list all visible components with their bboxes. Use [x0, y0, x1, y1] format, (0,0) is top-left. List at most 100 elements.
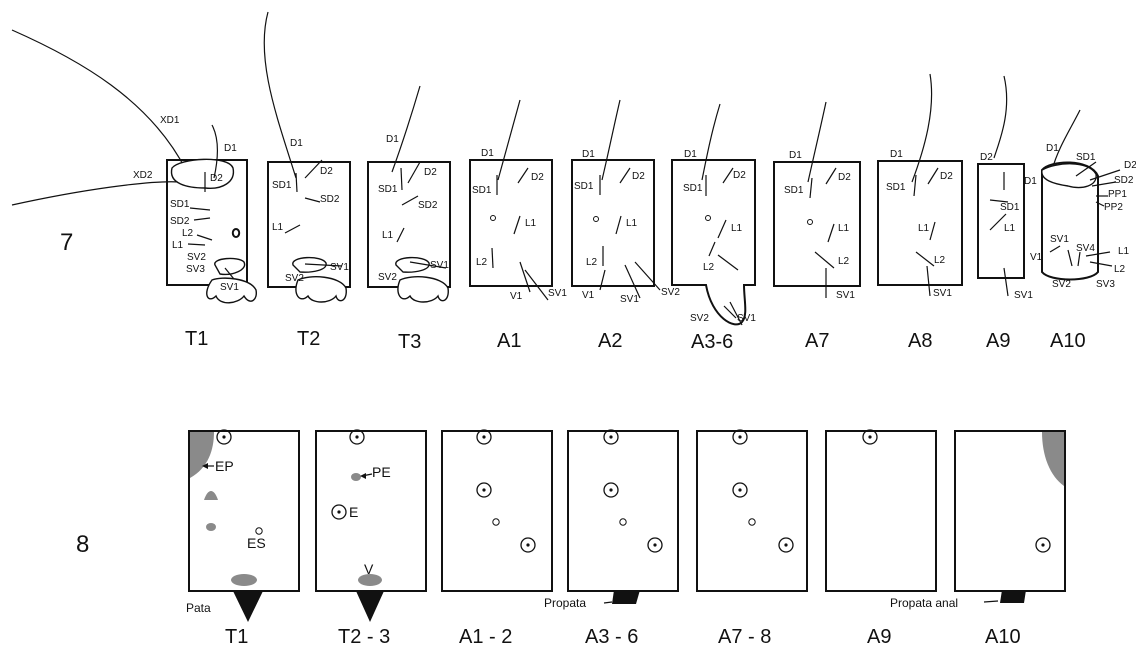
segment-outline [877, 160, 963, 286]
seta-sv2 [634, 261, 661, 291]
seta-ring-icon [647, 537, 663, 553]
f7-segment-t2: D1 D2 SD1 SD2 L1 SV1 SV2 T2 [263, 11, 351, 350]
label-sv2: SV2 [690, 313, 709, 324]
segment-name: A7 [805, 330, 829, 352]
label-l1: L1 [1118, 246, 1130, 257]
f8-segment-a10: Propata anal A10 [890, 430, 1066, 647]
seta-sv1 [729, 301, 743, 326]
seta-l2 [491, 247, 494, 269]
seta-d2 [517, 167, 529, 184]
seta-l1 [396, 227, 405, 243]
seta-xd2 [11, 181, 181, 206]
seta-dot-icon [784, 543, 788, 547]
seta-l1 [187, 243, 206, 246]
segment-name: A10 [1050, 330, 1086, 352]
seta-ring-icon [520, 537, 536, 553]
f7-segment-a3-6: D1 D2 SD1 L1 L2 SV2 SV1 A3-6 [671, 103, 756, 353]
label-sv1: SV1 [430, 260, 449, 271]
seta-v1 [1049, 245, 1061, 253]
label-v1: V1 [510, 291, 523, 302]
seta-l1 [284, 224, 301, 234]
grey-patch-ep [190, 432, 214, 478]
seta-sd2 [193, 217, 211, 221]
label-d1: D1 [1046, 143, 1059, 154]
segment-outline [571, 159, 655, 287]
f8-segment-a7-8: A7 - 8 [696, 429, 808, 647]
label-sv2: SV2 [285, 273, 304, 284]
label-sv1: SV1 [330, 262, 349, 273]
spiracle-icon [807, 219, 813, 225]
seta-sd1-hair [295, 172, 298, 193]
seta-l2 [915, 251, 935, 267]
figure-8-number: 8 [76, 531, 89, 558]
label-d2: D2 [940, 171, 953, 182]
arrow-propata [603, 601, 613, 604]
label-sv2: SV2 [1052, 279, 1071, 290]
pinaculum [170, 158, 235, 189]
seta-v1 [599, 269, 606, 291]
segment-outline [1041, 161, 1099, 281]
seta-sv1 [409, 261, 447, 269]
label-sd2: SD2 [170, 216, 190, 227]
seta-ring-icon [732, 429, 748, 445]
label-l2: L2 [476, 257, 488, 268]
label-l2: L2 [586, 257, 598, 268]
spiracle-icon [593, 216, 599, 222]
spiracle-icon [492, 518, 500, 526]
seta-dot-icon [355, 435, 359, 439]
leg-base [397, 276, 449, 303]
label-sv1: SV1 [836, 290, 855, 301]
label-d2: D2 [838, 172, 851, 183]
seta-l2b [717, 254, 739, 271]
seta-l2 [708, 241, 716, 257]
seta-l1 [615, 215, 622, 235]
segment-name: T3 [398, 331, 421, 353]
seta-dot-icon [482, 435, 486, 439]
label-xd1: XD1 [160, 115, 180, 126]
f8-segment-t1: EP ES Pata T1 [186, 429, 300, 647]
label-sd2: SD2 [418, 200, 438, 211]
f7-segment-a9: D2 D1 SD1 L1 SV1 A9 [977, 75, 1037, 352]
label-d2: D2 [1124, 160, 1136, 171]
label-l1: L1 [1004, 223, 1016, 234]
segment-outline [567, 430, 679, 592]
seta-l2 [1089, 261, 1113, 267]
f7-segment-a8: D1 D2 SD1 L1 L2 SV1 A8 [877, 73, 963, 352]
seta-ring-icon [349, 429, 365, 445]
segment-outline [671, 159, 756, 326]
seta-sv4 [1077, 251, 1081, 267]
seta-dot-icon [609, 435, 613, 439]
seta-sd1 [989, 199, 1009, 203]
label-d2: D2 [210, 173, 223, 184]
label-pp1: PP1 [1108, 189, 1127, 200]
label-sd1: SD1 [574, 181, 594, 192]
segment-name: A3 - 6 [585, 626, 638, 647]
grey-patch-v [358, 574, 382, 586]
label-d1: D1 [789, 150, 802, 161]
sv-pinaculum [395, 256, 430, 273]
label-v1: V1 [1030, 252, 1043, 263]
seta-d1 [601, 99, 621, 181]
seta-d1 [911, 73, 933, 183]
seta-d1 [497, 99, 521, 181]
seta-d2 [927, 167, 939, 185]
proleg-icon [612, 590, 640, 604]
label-d1: D1 [290, 138, 303, 149]
label-d2: D2 [980, 152, 993, 163]
leg-triangle-icon [233, 591, 263, 622]
seta-dot-icon [526, 543, 530, 547]
spiracle-icon [705, 215, 711, 221]
label-d1: D1 [684, 149, 697, 160]
label-sv2: SV2 [187, 252, 206, 263]
label-l2: L2 [1114, 264, 1126, 275]
label-propata: Propata [544, 596, 586, 610]
seta-sv1 [1067, 249, 1073, 267]
seta-l1 [1085, 251, 1111, 257]
label-l1: L1 [172, 240, 184, 251]
label-e: E [349, 504, 358, 520]
f8-segment-a1-2: A1 - 2 [441, 429, 553, 647]
seta-d2 [1089, 169, 1121, 181]
label-d1: D1 [582, 149, 595, 160]
seta-dot-icon [222, 435, 226, 439]
